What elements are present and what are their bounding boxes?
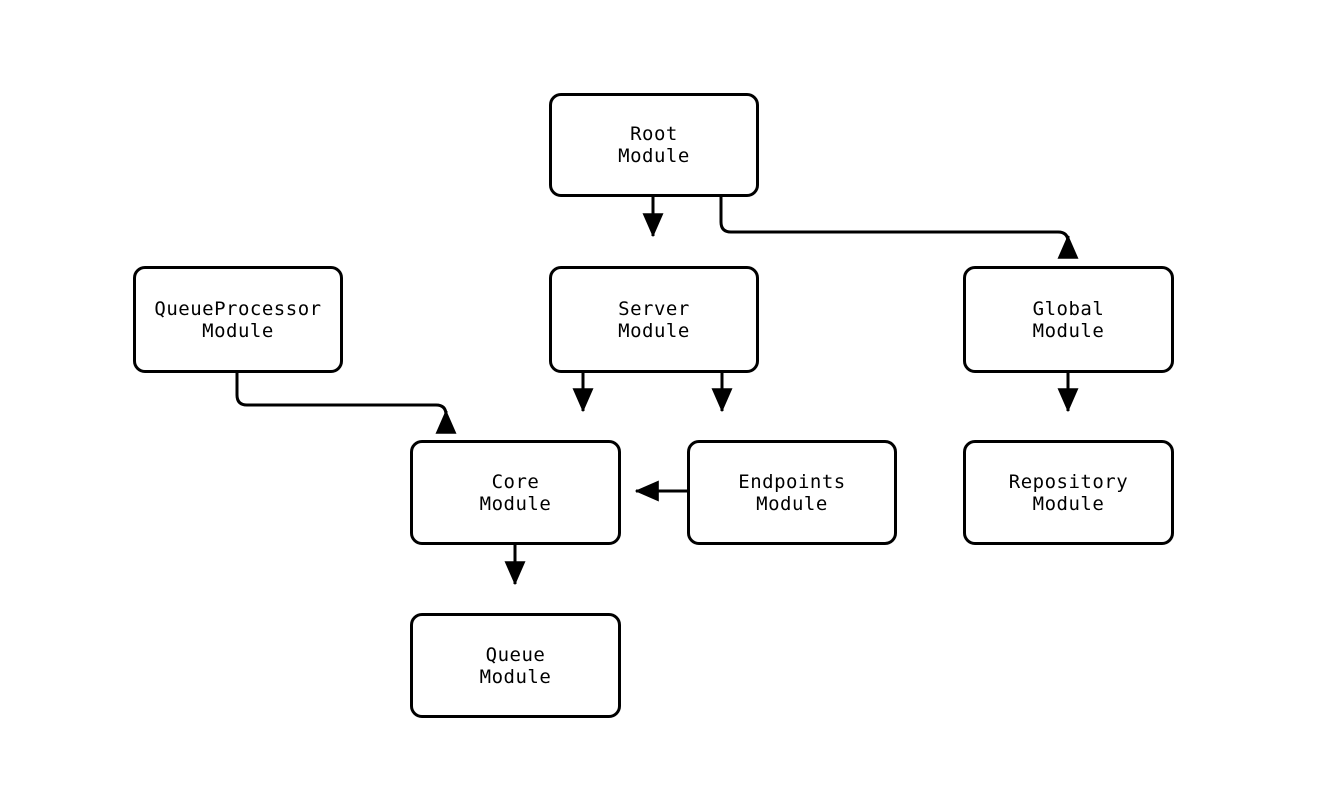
node-root-module-line2: Module: [618, 145, 690, 167]
node-queue-module-line2: Module: [479, 665, 552, 688]
node-queueprocessor-module[interactable]: QueueProcessor Module: [133, 266, 343, 373]
node-queue-module[interactable]: Queue Module: [410, 613, 621, 718]
node-queue-module-line1: Queue: [485, 643, 546, 666]
node-global-module-line1: Global: [1032, 297, 1105, 320]
node-endpoints-module-line2: Module: [756, 492, 828, 515]
node-core-module-line1: Core: [491, 470, 540, 493]
edge-queueprocessor-core: [235, 373, 457, 434]
node-root-module-line1: Root: [630, 123, 678, 145]
node-root-module[interactable]: Root Module: [549, 93, 759, 197]
node-global-module[interactable]: Global Module: [963, 266, 1174, 373]
node-server-module[interactable]: Server Module: [549, 266, 759, 373]
node-endpoints-module-line1: Endpoints: [738, 470, 846, 493]
node-server-module-line2: Module: [618, 319, 690, 342]
node-repository-module[interactable]: Repository Module: [963, 440, 1174, 545]
node-endpoints-module[interactable]: Endpoints Module: [687, 440, 897, 545]
node-repository-module-line2: Module: [1032, 492, 1105, 515]
node-repository-module-line1: Repository: [1008, 470, 1129, 493]
node-server-module-line1: Server: [618, 297, 690, 320]
node-core-module[interactable]: Core Module: [410, 440, 621, 545]
node-queueprocessor-module-line2: Module: [202, 319, 274, 342]
node-global-module-line2: Module: [1032, 319, 1105, 342]
node-queueprocessor-module-line1: QueueProcessor: [154, 297, 322, 320]
edge-root-global: [719, 197, 1079, 259]
node-core-module-line2: Module: [479, 492, 552, 515]
